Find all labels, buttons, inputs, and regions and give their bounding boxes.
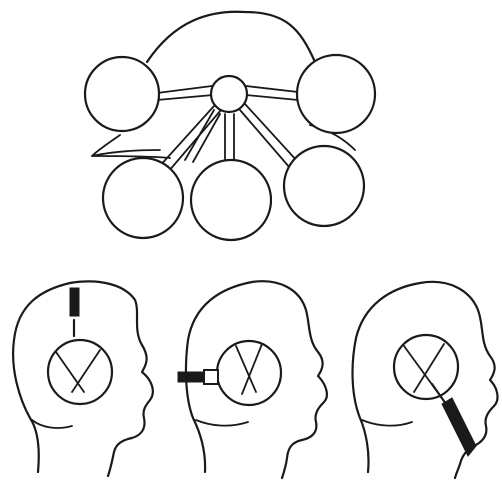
brain-circle-2 — [217, 341, 281, 405]
node-upper-right — [297, 55, 375, 133]
network-diagram — [85, 12, 375, 240]
head-outline-1 — [13, 281, 153, 476]
brain-x-mark-3 — [404, 344, 444, 392]
node-upper-left — [85, 57, 159, 131]
arc-connection — [147, 12, 315, 62]
probe-2-tip — [204, 370, 218, 384]
brain-circle-3 — [394, 335, 458, 399]
ear-3 — [362, 420, 412, 426]
spoke-to-lower-right-node — [240, 104, 298, 168]
curved-connector-left — [92, 135, 160, 156]
ear-1 — [32, 420, 72, 428]
brain-circle-1 — [48, 340, 112, 404]
curved-connector-left-2 — [92, 156, 170, 158]
spoke-to-right-node — [246, 86, 298, 100]
probe-1 — [70, 288, 79, 316]
node-lower-right — [284, 146, 364, 226]
probe-3 — [442, 398, 476, 456]
head-panel-1 — [13, 281, 153, 476]
brain-x-mark-1 — [56, 350, 100, 392]
head-outline-3 — [353, 282, 498, 478]
head-panel-2 — [178, 281, 327, 478]
spoke-to-left-node — [157, 86, 213, 100]
node-hub — [211, 76, 247, 112]
spoke-to-lower-middle-node — [225, 114, 234, 160]
head-panel-3 — [353, 282, 498, 478]
probe-2 — [178, 372, 204, 382]
ear-2 — [196, 420, 248, 426]
node-lower-middle — [191, 160, 271, 240]
brain-x-mark-2 — [236, 344, 262, 394]
node-lower-left — [103, 158, 183, 238]
